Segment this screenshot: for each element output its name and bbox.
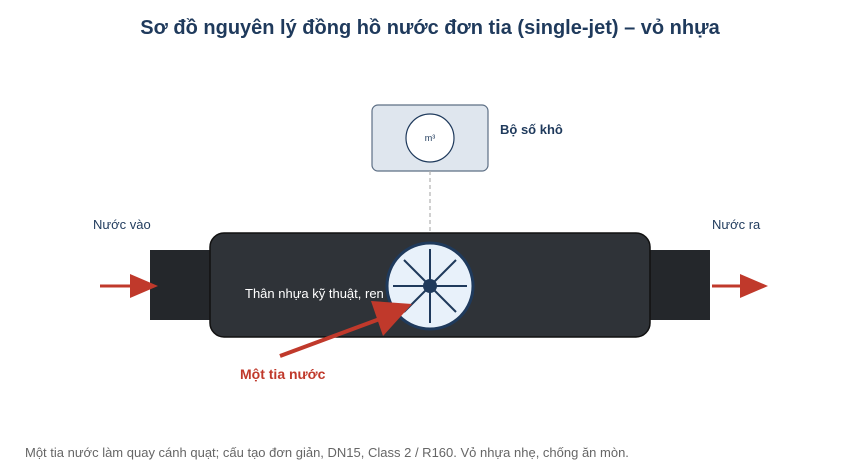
register-label: Bộ số khô bbox=[500, 122, 563, 137]
inlet-arrow bbox=[100, 274, 158, 298]
caption: Một tia nước làm quay cánh quạt; cấu tạo… bbox=[25, 445, 629, 460]
outlet-label: Nước ra bbox=[712, 217, 761, 232]
register-unit: m³ bbox=[425, 133, 436, 143]
body-label: Thân nhựa kỹ thuật, ren bbox=[245, 286, 384, 301]
jet-label: Một tia nước bbox=[240, 366, 326, 382]
jet-arrow bbox=[279, 301, 412, 358]
inlet-label: Nước vào bbox=[93, 217, 151, 232]
outlet-pipe bbox=[648, 250, 710, 320]
diagram-title: Sơ đồ nguyên lý đồng hồ nước đơn tia (si… bbox=[140, 17, 720, 39]
impeller-hub bbox=[423, 279, 437, 293]
inlet-pipe bbox=[150, 250, 212, 320]
register-dial bbox=[405, 113, 455, 163]
outlet-arrow bbox=[712, 274, 768, 298]
